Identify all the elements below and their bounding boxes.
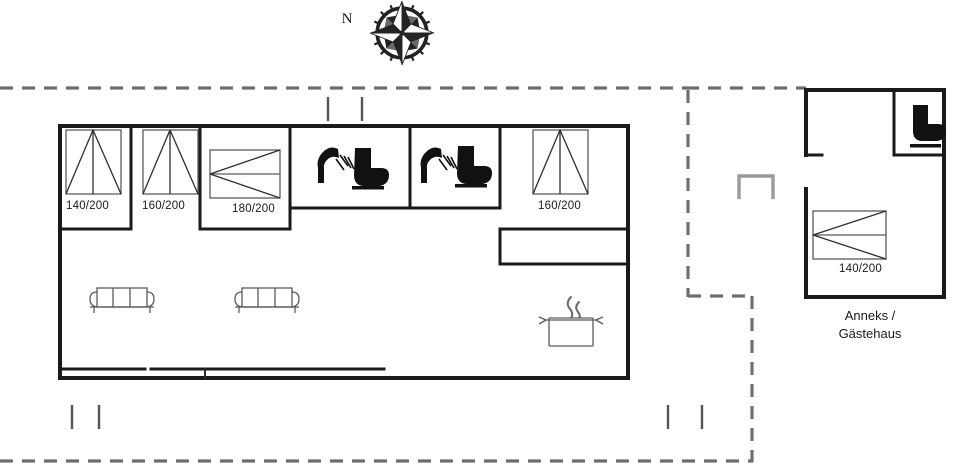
toilet-icon-bathroom1 bbox=[352, 148, 389, 190]
main-house-outer-walls bbox=[58, 124, 630, 380]
opening-tick-marks bbox=[70, 97, 704, 429]
pot-body bbox=[548, 317, 594, 347]
annex-caption-line-2: Gästehaus bbox=[839, 326, 902, 341]
bed-label-180-200-bedroom3: 180/200 bbox=[232, 203, 275, 215]
bed-label-160-200-bedroom4: 160/200 bbox=[538, 200, 581, 212]
bed-cover-triangle bbox=[532, 129, 589, 195]
bed-cover-triangle bbox=[812, 210, 887, 260]
bed-icon-160-200-bedroom2 bbox=[142, 129, 199, 195]
bed-icon-180-200-bedroom3 bbox=[209, 149, 281, 199]
courtyard-structure-icon bbox=[737, 174, 775, 199]
main-house-interior-walls bbox=[58, 124, 630, 379]
north-label: N bbox=[342, 11, 353, 27]
toilet-bowl bbox=[457, 146, 492, 184]
compass-center bbox=[399, 30, 405, 36]
sofa-arm-right bbox=[291, 291, 300, 308]
cooking-pot-icon-kitchen bbox=[538, 296, 604, 347]
sofa-icon-living-2 bbox=[234, 287, 300, 313]
toilet-base bbox=[910, 144, 941, 148]
sofa-back bbox=[241, 287, 293, 308]
sofa-back bbox=[96, 287, 148, 308]
compass-cardinal-points bbox=[369, 0, 435, 66]
bed-cover-triangle bbox=[65, 129, 122, 195]
shower-icon-bathroom2 bbox=[420, 147, 458, 183]
pot-handle-right bbox=[595, 316, 604, 325]
sofa-icon-living-1 bbox=[89, 287, 155, 313]
bed-cover-triangle bbox=[142, 129, 199, 195]
toilet-base bbox=[352, 186, 384, 190]
shower-spray bbox=[438, 154, 458, 171]
pot-handle-left bbox=[538, 316, 547, 325]
bed-label-160-200-bedroom2: 160/200 bbox=[142, 200, 185, 212]
toilet-bowl bbox=[354, 148, 389, 186]
annex-caption-line-1: Anneks / bbox=[845, 308, 896, 323]
shower-arm bbox=[317, 147, 339, 183]
bed-icon-140-200-bedroom1 bbox=[65, 129, 122, 195]
compass-teeth bbox=[372, 3, 432, 63]
shower-icon-bathroom1 bbox=[317, 147, 355, 183]
shower-spray bbox=[335, 154, 355, 171]
sofa-arm-right bbox=[146, 291, 155, 308]
bed-cover-triangle bbox=[209, 149, 281, 199]
toilet-icon-bathroom2 bbox=[455, 146, 492, 188]
sofa-base bbox=[235, 306, 299, 313]
bed-label-140-200-annex: 140/200 bbox=[839, 263, 882, 275]
annex-walls bbox=[804, 88, 946, 299]
toilet-base bbox=[455, 184, 487, 188]
toilet-bowl bbox=[913, 105, 946, 141]
property-boundary bbox=[0, 86, 806, 463]
bed-icon-140-200-annex bbox=[812, 210, 887, 260]
compass-rose-icon bbox=[369, 0, 435, 66]
sofa-arm-left bbox=[234, 291, 243, 308]
bed-icon-160-200-bedroom4 bbox=[532, 129, 589, 195]
toilet-icon-annex bbox=[910, 105, 946, 148]
shower-arm bbox=[420, 147, 442, 183]
bed-label-140-200-bedroom1: 140/200 bbox=[66, 200, 109, 212]
sofa-base bbox=[90, 306, 154, 313]
sofa-arm-left bbox=[89, 291, 98, 308]
